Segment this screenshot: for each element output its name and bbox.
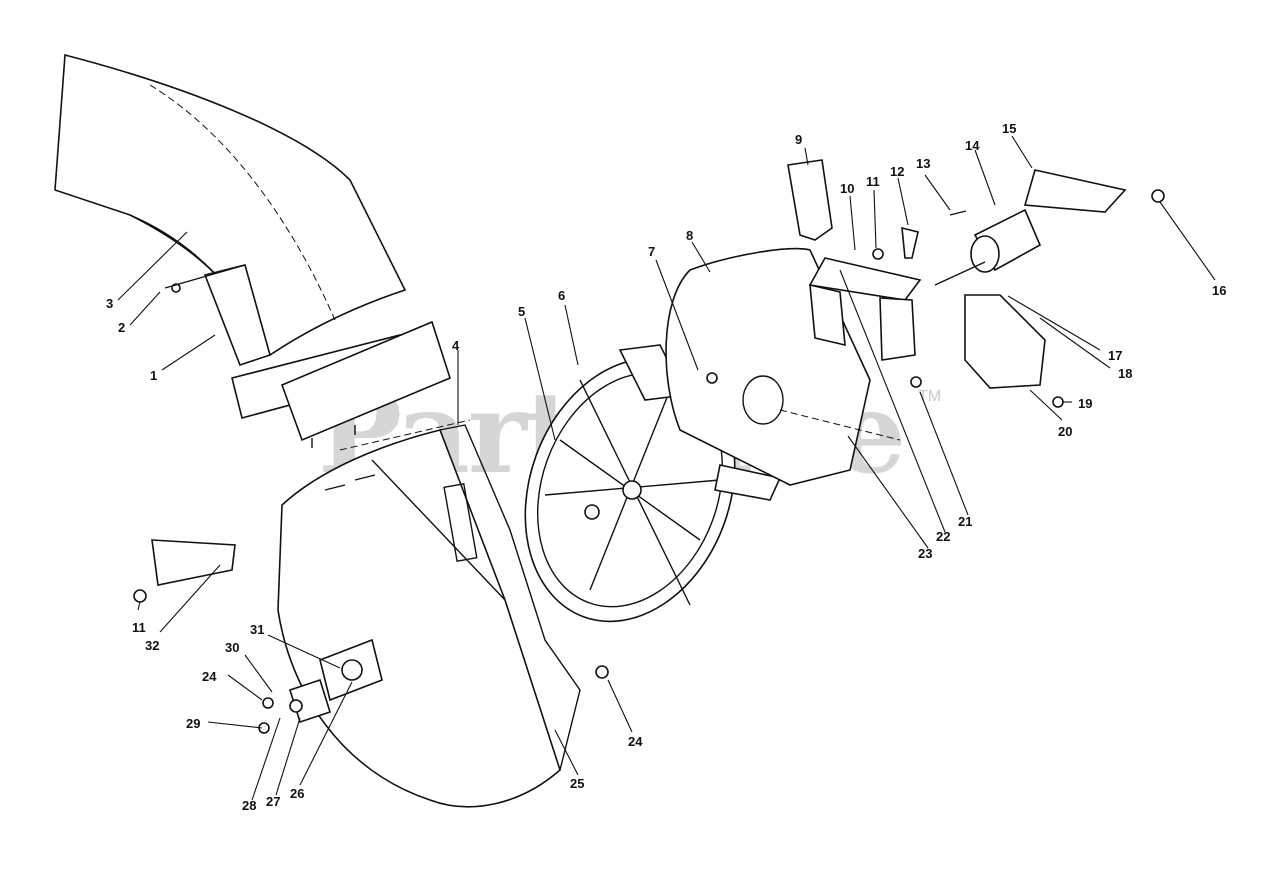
callout-29: 29	[186, 716, 200, 731]
callout-28: 28	[242, 798, 256, 813]
callout-23: 23	[918, 546, 932, 561]
callout-16: 16	[1212, 283, 1226, 298]
leader-lines	[117, 135, 1216, 801]
callout-9: 9	[795, 132, 802, 147]
callout-7: 7	[648, 244, 655, 259]
callout-21: 21	[958, 514, 972, 529]
callout-19: 19	[1078, 396, 1092, 411]
callout-26: 26	[290, 786, 304, 801]
callout-3: 3	[106, 296, 113, 311]
callout-24-left: 24	[202, 669, 217, 684]
callout-12: 12	[890, 164, 904, 179]
hardware-fasteners	[133, 189, 1165, 734]
callout-18: 18	[1118, 366, 1132, 381]
callout-30: 30	[225, 640, 239, 655]
callout-5: 5	[518, 304, 525, 319]
callout-20: 20	[1058, 424, 1072, 439]
callout-labels: 1 2 3 4 5 6 7 8 9 10 11 11 12 13 14 15 1…	[106, 121, 1226, 813]
callout-4: 4	[452, 338, 460, 353]
callout-17: 17	[1108, 348, 1122, 363]
callout-10: 10	[840, 181, 854, 196]
callout-1: 1	[150, 368, 157, 383]
callout-24-right: 24	[628, 734, 643, 749]
callout-2: 2	[118, 320, 125, 335]
callout-14: 14	[965, 138, 980, 153]
chute-deflector	[203, 264, 451, 448]
callout-13: 13	[916, 156, 930, 171]
callout-6: 6	[558, 288, 565, 303]
drive-motor	[934, 208, 1042, 286]
callout-25: 25	[570, 776, 584, 791]
callout-11-upper: 11	[866, 174, 880, 189]
callout-15: 15	[1002, 121, 1016, 136]
callout-31: 31	[250, 622, 264, 637]
callout-27: 27	[266, 794, 280, 809]
blower-housing	[277, 419, 581, 808]
support-brackets	[787, 159, 1127, 389]
callout-22: 22	[936, 529, 950, 544]
callout-32: 32	[145, 638, 159, 653]
callout-11-lower: 11	[132, 620, 146, 635]
callout-8: 8	[686, 228, 693, 243]
